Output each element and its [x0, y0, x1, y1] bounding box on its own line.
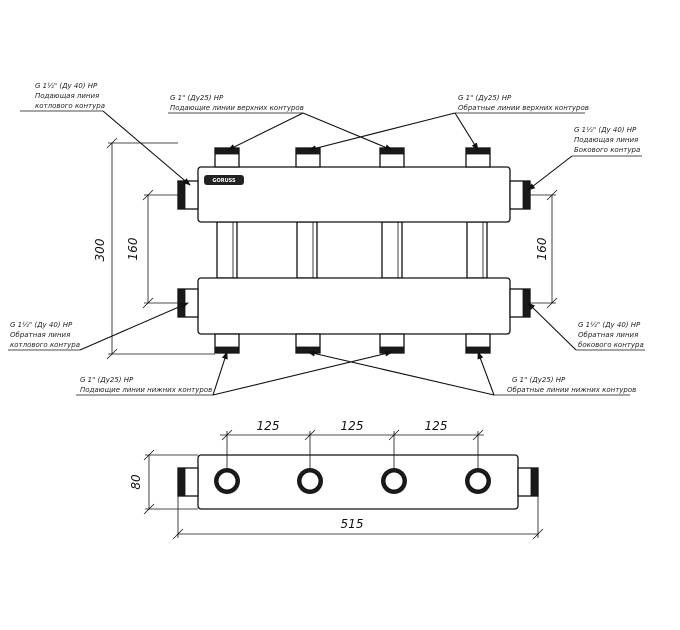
callout-upper-supply-size: G 1" (Ду25) НР	[170, 94, 224, 102]
dim-length: 515	[341, 517, 364, 531]
lower-header	[197, 277, 511, 335]
dim-spacing-3: 125	[425, 419, 448, 433]
callout-lower-supply: G 1" (Ду25) НР Подающие линии нижних кон…	[76, 350, 393, 396]
front-dimensions: 300 160 160	[93, 137, 558, 360]
upper-header	[197, 166, 511, 223]
callout-side-supply-line1: Подающая линия	[574, 136, 638, 144]
callout-lower-supply-size: G 1" (Ду25) НР	[80, 376, 134, 384]
callout-upper-supply: G 1" (Ду25) НР Подающие линии верхних ко…	[168, 94, 393, 151]
callout-boiler-return-size: G 1½" (Ду 40) НР	[10, 321, 73, 329]
top-view-ports	[214, 468, 491, 494]
callout-boiler-return: G 1½" (Ду 40) НР Обратная линия котловог…	[8, 302, 189, 351]
callout-boiler-supply-size: G 1½" (Ду 40) НР	[35, 82, 98, 90]
callout-side-return-size: G 1½" (Ду 40) НР	[578, 321, 641, 329]
dim-spacing-1: 125	[257, 419, 280, 433]
dim-height-total: 300	[93, 238, 107, 261]
dim-spacing-2: 125	[341, 419, 364, 433]
dim-center-right: 160	[535, 237, 549, 260]
connecting-pipes	[216, 221, 488, 279]
callout-boiler-return-line2: котлового контура	[10, 341, 80, 349]
top-view: 125 125 125 80 515	[129, 419, 544, 540]
callout-upper-supply-line1: Подающие линии верхних контуров	[170, 104, 304, 112]
callout-side-supply: G 1½" (Ду 40) НР Подающая линия Бокового…	[527, 126, 642, 191]
callout-boiler-supply-line2: котлового контура	[35, 102, 105, 110]
front-view: GORUSS	[177, 147, 531, 354]
callout-boiler-return-line1: Обратная линия	[10, 331, 70, 339]
callout-side-supply-size: G 1½" (Ду 40) НР	[574, 126, 637, 134]
callout-lower-supply-line1: Подающие линии нижних контуров	[80, 386, 212, 394]
callout-lower-return: G 1" (Ду25) НР Обратные линии нижних кон…	[307, 350, 636, 396]
brand-plate: GORUSS	[204, 175, 244, 185]
callout-upper-return-line1: Обратные линии верхних контуров	[458, 104, 589, 112]
callout-boiler-supply-line1: Подающая линия	[35, 92, 99, 100]
top-nozzles	[214, 147, 491, 168]
callout-side-return-line2: бокового контура	[578, 341, 644, 349]
callout-side-return-line1: Обратная линия	[578, 331, 638, 339]
callout-side-return: G 1½" (Ду 40) НР Обратная линия бокового…	[527, 302, 645, 351]
callout-lower-return-size: G 1" (Ду25) НР	[512, 376, 566, 384]
callout-boiler-supply: G 1½" (Ду 40) НР Подающая линия котловог…	[20, 82, 191, 186]
callouts: G 1½" (Ду 40) НР Подающая линия котловог…	[8, 82, 645, 396]
bottom-nozzles	[214, 333, 491, 354]
dim-center-left: 160	[126, 237, 140, 260]
callout-upper-return-size: G 1" (Ду25) НР	[458, 94, 512, 102]
brand-label: GORUSS	[212, 178, 236, 184]
callout-lower-return-line1: Обратные линии нижних контуров	[507, 386, 636, 394]
dim-depth: 80	[129, 474, 143, 490]
callout-upper-return: G 1" (Ду25) НР Обратные линии верхних ко…	[308, 94, 589, 152]
callout-side-supply-line2: Бокового контура	[574, 146, 640, 154]
